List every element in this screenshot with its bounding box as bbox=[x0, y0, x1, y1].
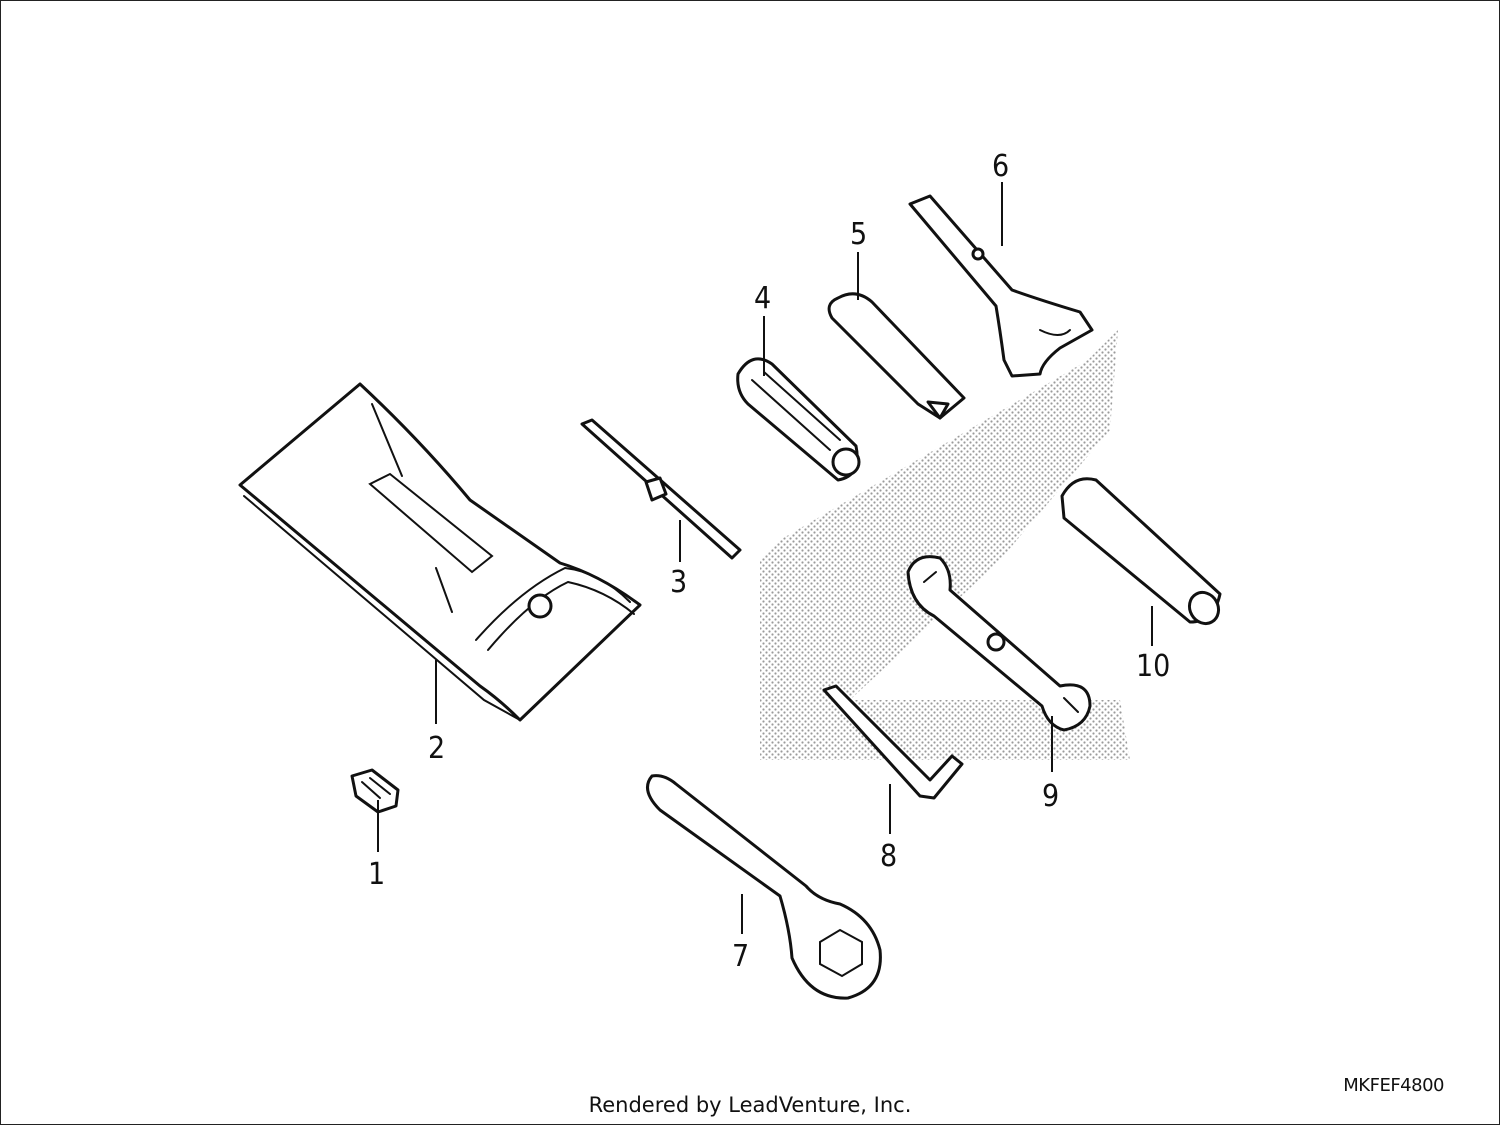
part-4-screwdriver-handle[interactable] bbox=[736, 357, 861, 482]
callout-7[interactable]: 7 bbox=[732, 939, 749, 974]
callout-10[interactable]: 10 bbox=[1136, 649, 1170, 684]
diagram-code: MKFEF4800 bbox=[1343, 1075, 1444, 1096]
callout-1[interactable]: 1 bbox=[368, 857, 385, 892]
callout-4[interactable]: 4 bbox=[754, 281, 771, 316]
part-2-tool-bag[interactable] bbox=[238, 382, 642, 722]
part-8-hex-key[interactable] bbox=[822, 684, 964, 800]
credit-text: Rendered by LeadVenture, Inc. bbox=[588, 1093, 912, 1117]
callout-8[interactable]: 8 bbox=[880, 839, 897, 874]
part-1-clip[interactable] bbox=[350, 768, 400, 814]
callout-5[interactable]: 5 bbox=[850, 217, 867, 252]
part-6-spanner-wrench[interactable] bbox=[908, 194, 1094, 378]
leader-lines bbox=[377, 182, 1153, 934]
callout-2[interactable]: 2 bbox=[428, 731, 445, 766]
part-7-box-wrench[interactable] bbox=[646, 774, 882, 1000]
part-10-extension-tube[interactable] bbox=[1060, 477, 1224, 629]
part-3-screwdriver-bit[interactable] bbox=[580, 418, 742, 560]
callout-6[interactable]: 6 bbox=[992, 149, 1009, 184]
callout-3[interactable]: 3 bbox=[670, 565, 687, 600]
callout-9[interactable]: 9 bbox=[1042, 779, 1059, 814]
callouts: 1 2 3 4 5 6 7 8 9 10 bbox=[368, 149, 1170, 974]
part-9-combination-wrench[interactable] bbox=[906, 555, 1092, 732]
part-5-flat-bar[interactable] bbox=[827, 292, 966, 420]
